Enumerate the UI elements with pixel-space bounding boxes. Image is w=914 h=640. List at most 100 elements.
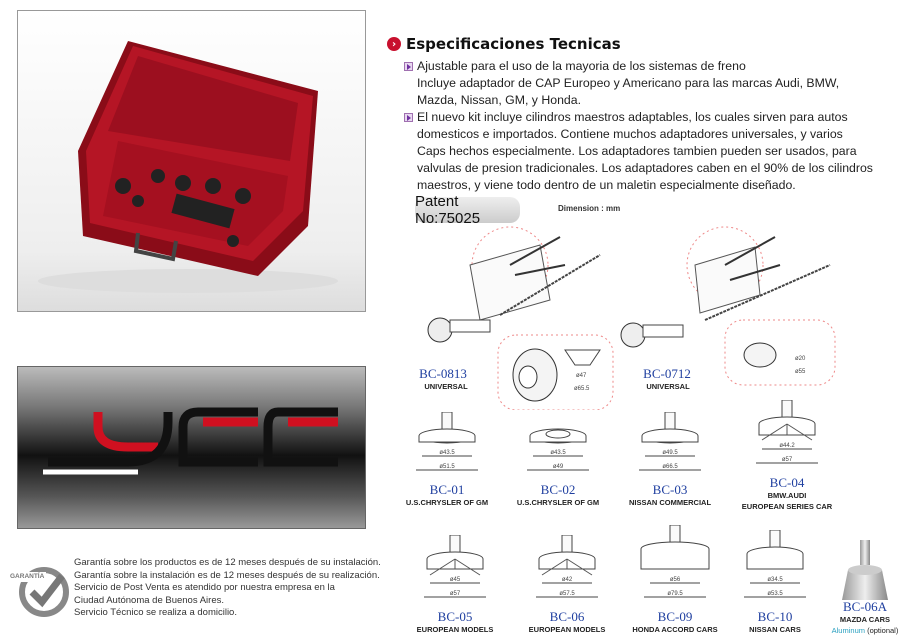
adapter-label: EUROPEAN MODELS	[417, 624, 494, 635]
adapter-bc-01: ø43.5 ø51.5	[402, 411, 492, 483]
adapter-code: BC-0712	[643, 366, 691, 381]
adapter-bc-03: ø49.5 ø66.5	[625, 411, 715, 483]
warranty-line: Servicio Técnico se realiza a domicilio.	[74, 607, 237, 619]
adapter-label: UNIVERSAL	[424, 382, 468, 391]
aluminum-adapter-drawing	[842, 540, 888, 600]
adapter-code: BC-03	[652, 482, 688, 497]
adapter-drawing: ø34.5 ø53.5	[744, 529, 806, 598]
adapter-code: BC-06A	[842, 599, 888, 614]
dim-outer: ø79.5	[667, 591, 683, 597]
specs-title: Especificaciones Tecnicas	[406, 35, 621, 53]
adapter-drawing: ø42 ø57.5	[536, 534, 598, 598]
adapter-label: UNIVERSAL	[646, 382, 690, 391]
adapter-label: HONDA ACCORD CARS	[632, 624, 717, 635]
bullet-icon	[404, 62, 413, 71]
adapter-code: BC-05	[437, 609, 473, 624]
dim-outer: ø57	[782, 457, 793, 463]
universal-adapter-bc-0813: ø47 ø65.5	[400, 225, 630, 415]
adapter-label-line: NISSAN CARS	[749, 625, 801, 634]
adapter-label: NISSAN COMMERCIAL	[629, 497, 711, 508]
spec-line: valvulas de presion tradicionales. Los a…	[417, 161, 873, 175]
bullet-icon	[404, 113, 413, 122]
dim-outer: ø55	[795, 369, 806, 375]
optional-label: (optional)	[867, 626, 899, 635]
adapter-label-line: U.S.CHRYSLER OF GM	[405, 498, 489, 507]
adapter-code: BC-09	[657, 609, 693, 624]
adapter-bc-06: ø42 ø57.5	[522, 534, 612, 610]
warranty-badge: GARANTÍA	[10, 562, 70, 622]
warranty-line: Garantía sobre los productos es de 12 me…	[74, 557, 381, 568]
ycc-logo	[43, 407, 338, 475]
dim-inner: ø49.5	[662, 450, 678, 456]
dim-inner: ø44.2	[779, 443, 795, 449]
adapter-drawing: ø43.5 ø51.5	[416, 411, 478, 471]
patent-badge: Patent No:75025	[415, 193, 520, 227]
dim-inner: ø43.5	[439, 450, 455, 456]
adapter-drawing: ø56 ø79.5	[640, 524, 710, 598]
dim-inner: ø47	[576, 373, 587, 379]
adapter-label: U.S.CHRYSLER OF GM	[406, 497, 488, 508]
adapter-code: BC-06	[549, 609, 585, 624]
ycc-logo-banner	[17, 366, 366, 529]
adapter-code: BC-01	[429, 482, 465, 497]
universal-adapter-bc-0712: ø20 ø55	[615, 225, 845, 395]
spec-line: maestros, y viene todo dentro de un male…	[417, 178, 796, 192]
dimension-note: Dimension : mm	[558, 204, 621, 213]
dim-inner: ø20	[795, 356, 806, 362]
dim-outer: ø53.5	[767, 591, 783, 597]
product-photo-toolkit-case	[17, 10, 366, 312]
spec-line: Caps hechos especialmente. Los adaptador…	[417, 144, 857, 158]
adapter-label: MAZDA CARS Aluminum (optional)	[832, 614, 899, 636]
dim-inner: ø34.5	[767, 577, 783, 583]
dim-outer: ø49	[553, 464, 564, 470]
adapter-label: U.S.CHRYSLER OF GM	[517, 497, 599, 508]
dim-outer: ø51.5	[439, 464, 455, 470]
adapter-label-line: BMW.AUDI	[767, 491, 807, 500]
adapter-label-line: MAZDA CARS	[839, 615, 891, 624]
adapter-label-line: U.S.CHRYSLER OF GM	[516, 498, 600, 507]
warranty-badge-text: GARANTÍA	[10, 573, 45, 580]
adapter-code: BC-0813	[419, 366, 467, 381]
adapter-drawing: ø44.2 ø57	[756, 399, 818, 464]
dim-inner: ø42	[562, 577, 573, 583]
adapter-label-line: EUROPEAN MODELS	[416, 625, 494, 634]
adapter-drawing: ø49.5 ø66.5	[639, 411, 701, 471]
spec-bullet-2: El nuevo kit incluye cilindros maestros …	[404, 109, 907, 194]
adapter-code: BC-10	[757, 609, 793, 624]
toolkit-case-image	[38, 41, 338, 293]
dim-inner: ø56	[670, 577, 681, 583]
material-label: Aluminum	[831, 626, 865, 635]
adapter-bc-02: ø43.5 ø49	[513, 412, 603, 483]
spec-line: Incluye adaptador de CAP Europeo y Ameri…	[417, 76, 840, 90]
adapter-bc-09: ø56 ø79.5	[630, 524, 720, 610]
spec-line: domesticos e importados. Contiene muchos…	[417, 127, 843, 141]
dim-outer: ø66.5	[662, 464, 678, 470]
adapter-label: NISSAN CARS	[749, 624, 801, 635]
adapter-label-line: EUROPEAN MODELS	[528, 625, 606, 634]
dim-outer: ø57.5	[559, 591, 575, 597]
spec-line: Mazda, Nissan, GM, y Honda.	[417, 93, 582, 107]
dim-inner: ø43.5	[550, 450, 566, 456]
warranty-line: Garantía sobre la instalación es de 12 m…	[74, 569, 380, 581]
dim-outer: ø65.5	[574, 386, 590, 392]
spec-line: Ajustable para el uso de la mayoria de l…	[417, 59, 746, 73]
warranty-info: Garantía sobre los productos es de 12 me…	[74, 557, 381, 620]
adapter-code: BC-04	[769, 475, 805, 490]
adapter-bc-06a	[820, 540, 910, 610]
adapter-bc-04: ø44.2 ø57	[742, 399, 832, 476]
spec-line: El nuevo kit incluye cilindros maestros …	[417, 110, 848, 124]
adapter-label-line: EUROPEAN SERIES CAR	[741, 502, 833, 511]
adapter-drawing: ø43.5 ø49	[527, 428, 589, 471]
adapter-bc-10: ø34.5 ø53.5	[730, 529, 820, 610]
warranty-line: Servicio de Post Venta es atendido por n…	[74, 582, 335, 594]
bc-0813-drawing: ø47 ø65.5	[427, 226, 614, 411]
warranty-line: Ciudad Autónoma de Buenos Aires.	[74, 594, 224, 606]
adapter-label-line: NISSAN COMMERCIAL	[628, 498, 712, 507]
dim-outer: ø57	[450, 591, 461, 597]
specs-heading: › Especificaciones Tecnicas	[387, 35, 621, 53]
adapter-label-line: HONDA ACCORD CARS	[632, 625, 718, 634]
adapter-code: BC-02	[540, 482, 576, 497]
spec-bullet-1: Ajustable para el uso de la mayoria de l…	[404, 58, 907, 109]
